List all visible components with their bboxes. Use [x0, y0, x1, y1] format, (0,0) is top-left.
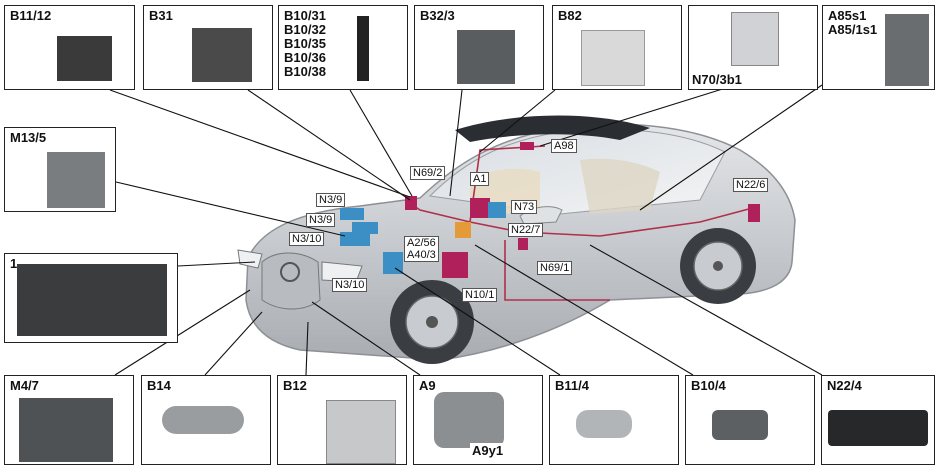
module-n69-2 [405, 196, 417, 210]
component-box-m13-5: M13/5 [4, 127, 116, 212]
component-box-b12: B12 [277, 375, 407, 465]
m13-5-photo [47, 152, 105, 208]
box-label-a9: A9 [419, 378, 436, 393]
car-seat-rear [580, 158, 660, 214]
component-box-1: 1 [4, 253, 178, 343]
component-box-b32-3: B32/3 [414, 5, 544, 90]
mercedes-star-icon [280, 262, 300, 282]
component-box-b14: B14 [141, 375, 271, 465]
box-label-b10-4: B10/4 [691, 378, 726, 393]
box-label-n22-4: N22/4 [827, 378, 862, 393]
n22-4-control-panel-photo [828, 410, 928, 446]
callout-a98: A98 [551, 139, 577, 153]
m4-7-fan-photo [19, 398, 113, 462]
box-label-b12: B12 [283, 378, 307, 393]
hvac-unit-photo [17, 264, 167, 336]
box-label-m4-7: M4/7 [10, 378, 39, 393]
b32-3-photo [457, 30, 515, 84]
b11-12-photo [57, 36, 112, 81]
b11-4-sensor-photo [576, 410, 632, 438]
box-label-a9y1: A9y1 [470, 443, 506, 458]
component-box-b10-4: B10/4 [685, 375, 815, 465]
module-n73 [488, 202, 506, 218]
callout-n22-7: N22/7 [508, 223, 544, 237]
component-box-b31: B31 [143, 5, 273, 90]
b10-sensor-photo [357, 16, 369, 81]
callout-n3-10-b: N3/10 [332, 278, 368, 292]
component-box-b11-12: B11/12 [4, 5, 135, 90]
module-n3-10b [383, 252, 403, 274]
module-n10-1 [442, 252, 468, 278]
module-n22-6 [748, 204, 760, 222]
callout-n3-10-a: N3/10 [289, 232, 325, 246]
b14-sensor-photo [162, 406, 244, 434]
box-label-1: 1 [10, 256, 18, 271]
b82-photo [581, 30, 645, 86]
module-n3-9b [352, 222, 378, 234]
callout-n69-2: N69/2 [410, 166, 446, 180]
callout-n69-1: N69/1 [537, 261, 573, 275]
component-box-b82: B82 [552, 5, 682, 90]
module-n22-7 [455, 222, 471, 238]
a85s1-photo [885, 14, 929, 86]
module-n3-9a [340, 208, 364, 220]
box-label-b14: B14 [147, 378, 171, 393]
component-box-a85s1: A85s1 A85/1s1 [822, 5, 935, 90]
box-label-m13-5: M13/5 [10, 130, 47, 145]
callout-a2-56-a40-3: A2/56 A40/3 [404, 236, 439, 262]
callout-n73: N73 [511, 200, 538, 214]
box-label-b11-4: B11/4 [555, 378, 589, 393]
headlight-left [237, 249, 263, 269]
box-label-b32-3: B32/3 [420, 8, 455, 23]
component-box-n70-3b1: N70/3b1 [688, 5, 818, 90]
component-box-b10-group: B10/31 B10/32 B10/35 B10/36 B10/38 [278, 5, 408, 90]
component-box-m4-7: M4/7 [4, 375, 134, 465]
callout-n3-9-a: N3/9 [316, 193, 346, 207]
n70-3b1-photo [731, 12, 779, 66]
car-sunroof [455, 115, 650, 142]
module-a1 [470, 198, 490, 218]
component-box-a9: A9 A9y1 [413, 375, 543, 465]
callout-n22-6: N22/6 [733, 178, 769, 192]
b10-4-sensor-photo [712, 410, 768, 440]
callout-n3-9-b: N3/9 [306, 213, 336, 227]
box-label-n70-3b1: N70/3b1 [690, 72, 744, 87]
callout-a1: A1 [470, 172, 490, 186]
b12-photo [326, 400, 396, 464]
component-box-b11-4: B11/4 [549, 375, 679, 465]
component-box-n22-4: N22/4 [821, 375, 935, 465]
a9-compressor-photo [434, 392, 504, 448]
box-label-b82: B82 [558, 8, 582, 23]
box-label-a85s1: A85s1 A85/1s1 [828, 8, 878, 37]
leader-lines [109, 81, 823, 376]
car-illustration [237, 115, 796, 364]
box-label-b11-12: B11/12 [10, 8, 52, 23]
b31-photo [192, 28, 252, 82]
box-label-b31: B31 [149, 8, 173, 23]
callout-n10-1: N10/1 [462, 288, 498, 302]
module-n3-10a [340, 232, 370, 246]
module-a98 [520, 142, 534, 150]
box-label-b10-group: B10/31 B10/32 B10/35 B10/36 B10/38 [284, 8, 326, 79]
module-n69-1 [518, 238, 528, 250]
